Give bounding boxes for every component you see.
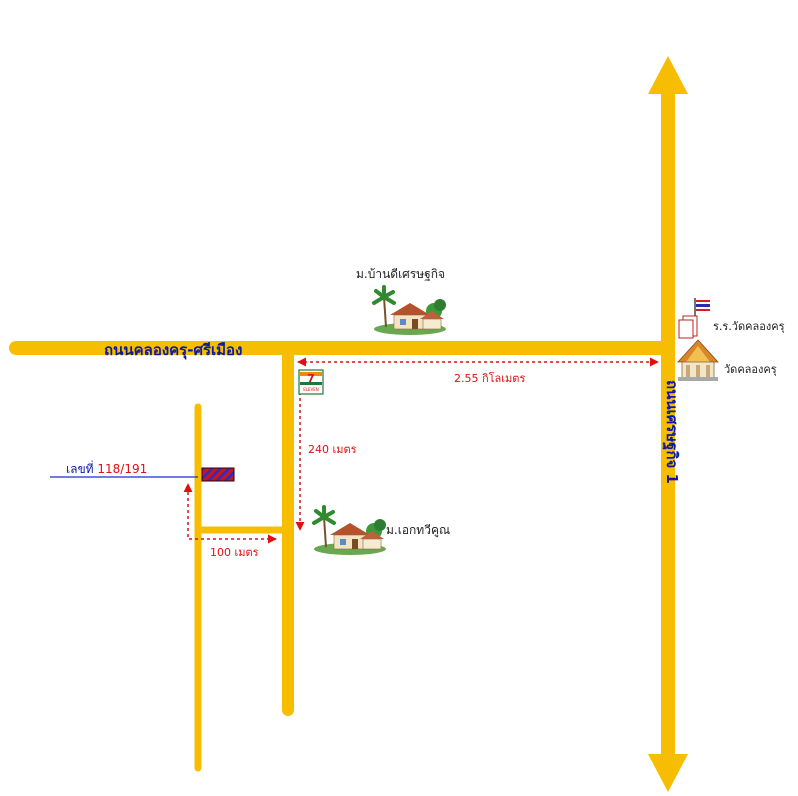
temple-icon (677, 339, 719, 381)
house-icon-bottom (312, 505, 386, 555)
dist-highway-label: 2.55 กิโลเมตร (454, 372, 526, 385)
school-icon (678, 298, 710, 339)
dist-branch-label: 100 เมตร (210, 546, 259, 559)
plot-prefix: เลขที่ (66, 462, 94, 476)
plot-number-label: เลขที่ 118/191 (66, 460, 147, 479)
highway-label: ถนนเศรษฐกิจ 1 (663, 380, 681, 484)
highway-arrow-up (648, 56, 688, 94)
highway-arrow-down (648, 754, 688, 792)
house-icon-top (372, 285, 446, 335)
roads (9, 56, 688, 792)
temple-label: วัดคลองครุ (724, 363, 777, 376)
dist-soi-label: 240 เมตร (308, 443, 357, 456)
svg-text:ELEVEN: ELEVEN (303, 387, 319, 392)
store-icon: 7 ELEVEN (298, 369, 324, 395)
plot-marker (201, 467, 235, 482)
village-bottom-label: ม.เอกทวีคูณ (386, 523, 451, 537)
svg-text:7: 7 (307, 372, 315, 385)
school-label: ร.ร.วัดคลองครุ (713, 320, 785, 333)
village-top-label: ม.บ้านดีเศรษฐกิจ (356, 267, 446, 281)
plot-number: 118/191 (97, 462, 148, 476)
main-road-label: ถนนคลองครุ-ศรีเมือง (104, 341, 243, 359)
